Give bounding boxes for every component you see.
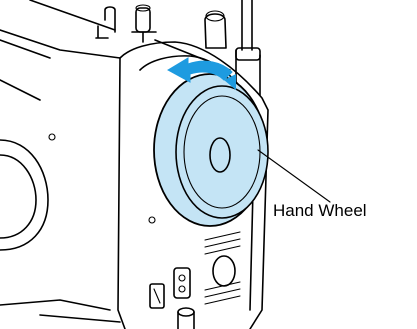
cord-plug	[178, 308, 194, 329]
power-socket-icon	[174, 268, 190, 298]
power-switch-icon	[150, 284, 164, 308]
hand-wheel-label: Hand Wheel	[273, 201, 367, 221]
vent-grille	[205, 232, 240, 304]
hand-wheel-hub	[210, 138, 230, 172]
hand-wheel	[154, 74, 268, 226]
spool-pins	[96, 5, 156, 42]
callout-leader-line	[258, 150, 330, 202]
